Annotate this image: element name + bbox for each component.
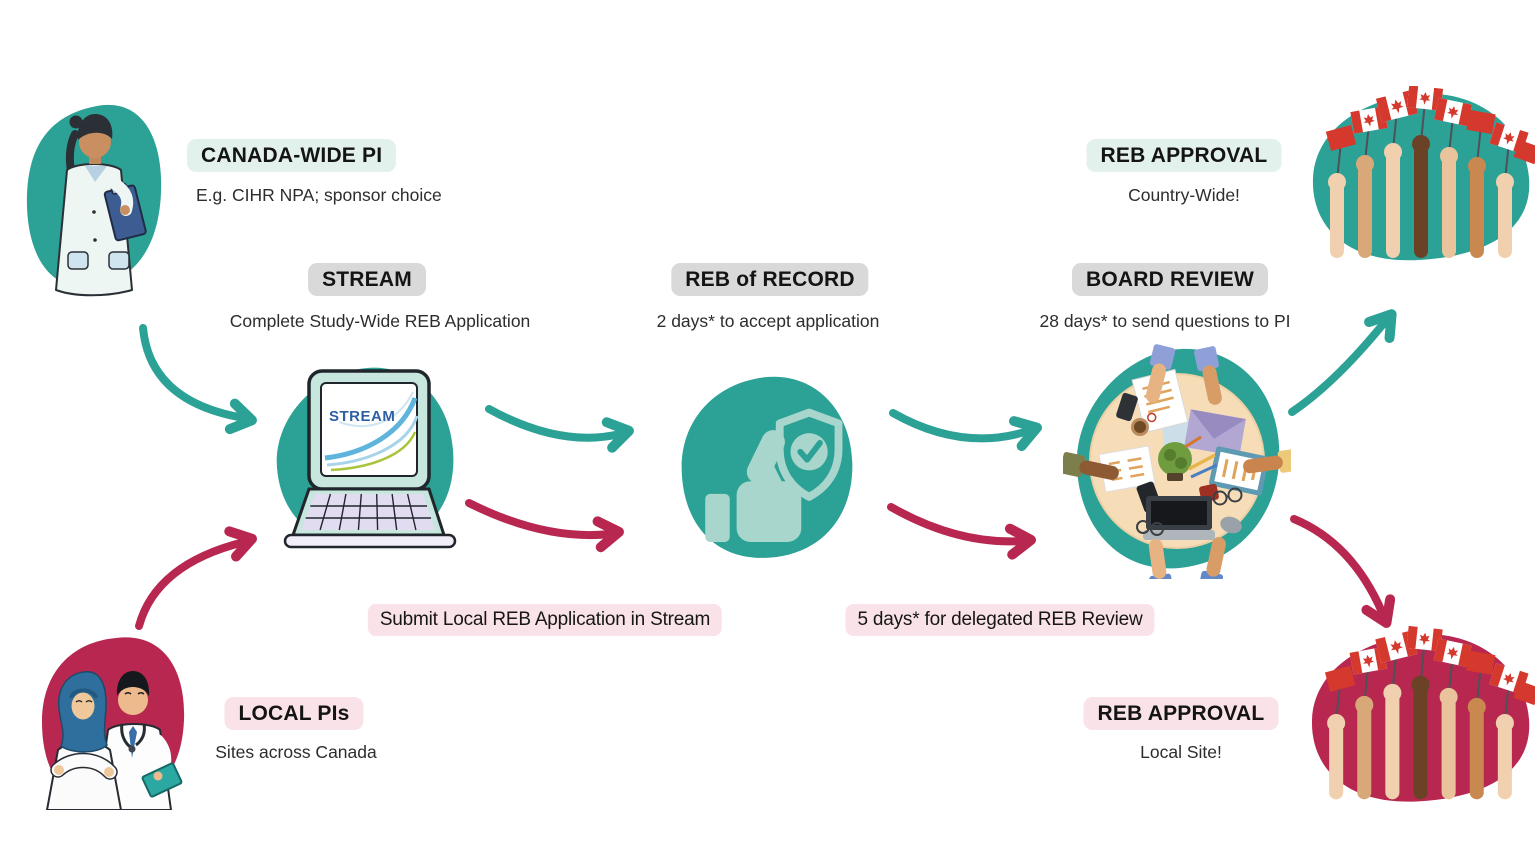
note-submit-local-reb: Submit Local REB Application in Stream [367,604,723,636]
reb-approval-country-sublabel: Country-Wide! [1128,185,1240,205]
stream-laptop-illustration: STREAM [276,367,457,549]
female-doctor-hijab [46,671,122,810]
board-review-label: BOARD REVIEW [1071,263,1269,296]
canada-flags-teal-illustration [1312,86,1535,261]
canada-flags-crimson-illustration [1311,626,1535,802]
raised-arms [1328,135,1514,258]
stream-label: STREAM [308,263,426,296]
arrow-canada-pi-to-stream [139,324,248,422]
canada-flags [1324,626,1535,706]
thumbs-up-icon [705,430,802,542]
thumbs-up-shield-illustration [681,376,853,558]
arrow-stream-to-reb-teal [485,405,624,442]
arrowhead-stream-to-reb-crimson [592,516,624,553]
raised-arms [1327,675,1514,800]
arrowhead-local-pis-to-stream [224,526,257,562]
board-review-table-illustration [1063,344,1291,579]
reb-approval-country-label: REB APPROVAL [1086,139,1282,172]
arrowhead-board-to-approval-country [1364,309,1397,343]
canada-wide-pi-label: CANADA-WIDE PI [187,139,397,172]
table-items [1098,368,1270,540]
reb-of-record-sublabel: 2 days* to accept application [656,311,880,331]
note-delegated-reb-review: 5 days* for delegated REB Review [845,604,1155,636]
reb-of-record-label: REB of RECORD [671,263,869,296]
stream-logo-swoosh [324,391,419,472]
reb-approval-local-label: REB APPROVAL [1083,697,1279,730]
reb-approval-local-sublabel: Local Site! [1140,742,1222,762]
local-pis-illustration [42,637,185,810]
arrowhead-reb-to-board-teal [1009,416,1042,451]
canada-wide-pi-sublabel: E.g. CIHR NPA; sponsor choice [196,185,442,205]
arrow-reb-to-board-crimson [887,503,1026,546]
laptop: STREAM [283,369,457,549]
board-members-hands [1063,344,1291,579]
arrow-board-to-approval-country [1288,319,1388,416]
stream-sublabel: Complete Study-Wide REB Application [229,311,531,331]
arrow-board-to-approval-local [1290,515,1386,616]
local-pis-label: LOCAL PIs [224,697,364,730]
male-doctor [96,671,183,810]
local-pis-sublabel: Sites across Canada [215,742,377,762]
canada-flags [1325,86,1535,165]
arrow-local-pis-to-stream [135,538,248,630]
arrowhead-board-to-approval-local [1361,594,1396,628]
shield-check-icon [775,408,843,501]
arrowhead-stream-to-reb-teal [601,417,634,453]
arrow-reb-to-board-teal [889,409,1032,443]
canada-pi-illustration [26,104,162,297]
keyboard-grid [305,493,431,531]
arrow-stream-to-reb-crimson [465,499,614,540]
researcher-figure [55,114,147,297]
arrowhead-canada-pi-to-stream [224,398,257,435]
laptop-screen-logo-text: STREAM [329,408,395,425]
board-review-sublabel: 28 days* to send questions to PI [1039,311,1291,331]
arrowhead-reb-to-board-crimson [1004,523,1036,560]
